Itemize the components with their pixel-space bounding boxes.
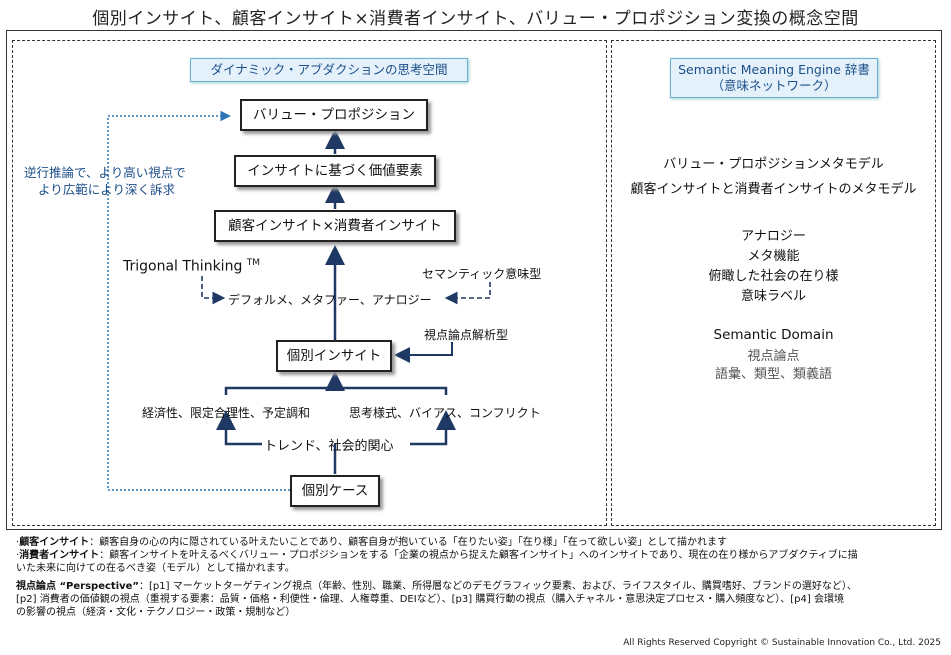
note-perspective-desc2: [p2] 消費者の価値観の視点（重視する要素：品質・価格・利便性・倫理、人権尊重… [16, 594, 844, 605]
reverse-reasoning-line1: 逆行推論で、より高い視点で [24, 165, 186, 180]
individual-case-box: 個別ケース [290, 475, 380, 507]
note-customer-term: 顧客インサイト [19, 537, 90, 548]
note-consumer-term: 消費者インサイト [19, 550, 100, 561]
note-perspective-desc1: ：[p1] マーケットターゲティング視点（年齢、性別、職業、所得層などのデモグラ… [139, 581, 857, 592]
viewpoint-label: 視点論点 [747, 349, 800, 364]
note-consumer-desc1: ：顧客インサイトを叶えるべくバリュー・プロポジションをする「企業の視点から捉えた… [99, 550, 858, 561]
meta-model-value-prop: バリュー・プロポジションメタモデル [663, 157, 884, 172]
trigonal-thinking-text: Trigonal Thinking [123, 258, 243, 275]
bird-eye-label: 俯瞰した社会の在り様 [708, 269, 839, 284]
reverse-reasoning-loop [107, 110, 290, 491]
arrow-trend-right [410, 410, 456, 446]
value-elements-box: インサイトに基づく価値要素 [234, 155, 436, 187]
thinking-space-panel [12, 40, 607, 526]
note-perspective-desc3: の影響の視点（経済・文化・テクノロジー・政策・規制など） [16, 607, 296, 618]
copyright: All Rights Reserved Copyright © Sustaina… [623, 638, 941, 648]
analogy-label: アナロジー [741, 229, 806, 244]
vocab-label: 語彙、類型、類義語 [714, 367, 832, 382]
reverse-reasoning-line2: より広範により深く訴求 [38, 182, 176, 197]
meta-model-insights: 顧客インサイトと消費者インサイトのメタモデル [630, 182, 917, 197]
left-panel-header: ダイナミック・アブダクションの思考空間 [190, 58, 468, 82]
semantic-domain-label: Semantic Domain [713, 327, 834, 343]
outer-frame [6, 30, 942, 530]
right-header-line1: Semantic Meaning Engine 辞書 [678, 62, 870, 77]
right-header-line2: （意味ネットワーク） [711, 78, 837, 93]
thinking-style-label: 思考様式、バイアス、コンフリクト [349, 406, 541, 420]
customer-consumer-insight-box: 顧客インサイト×消費者インサイト [214, 210, 456, 242]
trademark-mark: TM [246, 258, 261, 268]
value-proposition-box: バリュー・プロポジション [240, 99, 428, 131]
right-panel-header: Semantic Meaning Engine 辞書 （意味ネットワーク） [670, 58, 878, 98]
semantic-type-label: セマンティック意味型 [422, 267, 542, 281]
page-title: 個別インサイト、顧客インサイト×消費者インサイト、バリュー・プロポジション変換の… [92, 9, 859, 29]
arrow-trigonal-dashed [201, 276, 226, 305]
dictionary-panel [611, 40, 936, 526]
bracket-to-insight [224, 386, 448, 395]
individual-insight-box: 個別インサイト [276, 340, 392, 372]
arrow-semantic-dashed [444, 282, 491, 305]
note-customer-desc: ：顧客自身の心の内に隠されている叶えたいことであり、顧客自身が抱いている「在りた… [89, 537, 727, 548]
arrow-viewpoint-analysis [394, 342, 453, 363]
arrow-trend-left [216, 410, 262, 446]
trigonal-thinking-label: Trigonal Thinking TM [123, 258, 260, 275]
note-perspective-term: 視点論点 “Perspective” [16, 581, 139, 592]
viewpoint-analysis-label: 視点論点解析型 [424, 328, 509, 342]
meaning-label: 意味ラベル [740, 289, 806, 304]
note-perspective: 視点論点 “Perspective”：[p1] マーケットターゲティング視点（年… [16, 580, 936, 593]
trend-label: トレンド、社会的関心 [264, 439, 394, 454]
deformation-label: デフォルメ、メタファー、アナロジー [228, 293, 432, 307]
economics-label: 経済性、限定合理性、予定調和 [142, 406, 311, 420]
note-consumer-insight: ·消費者インサイト：顧客インサイトを叶えるべくバリュー・プロポジションをする「企… [16, 550, 858, 561]
note-consumer-desc-cont: いた未来に向けての在るべき姿（モデル）として描かれます。 [16, 563, 295, 574]
note-customer-insight: ·顧客インサイト：顧客自身の心の内に隠されている叶えたいことであり、顧客自身が抱… [16, 537, 727, 548]
meta-function-label: メタ機能 [747, 249, 800, 264]
